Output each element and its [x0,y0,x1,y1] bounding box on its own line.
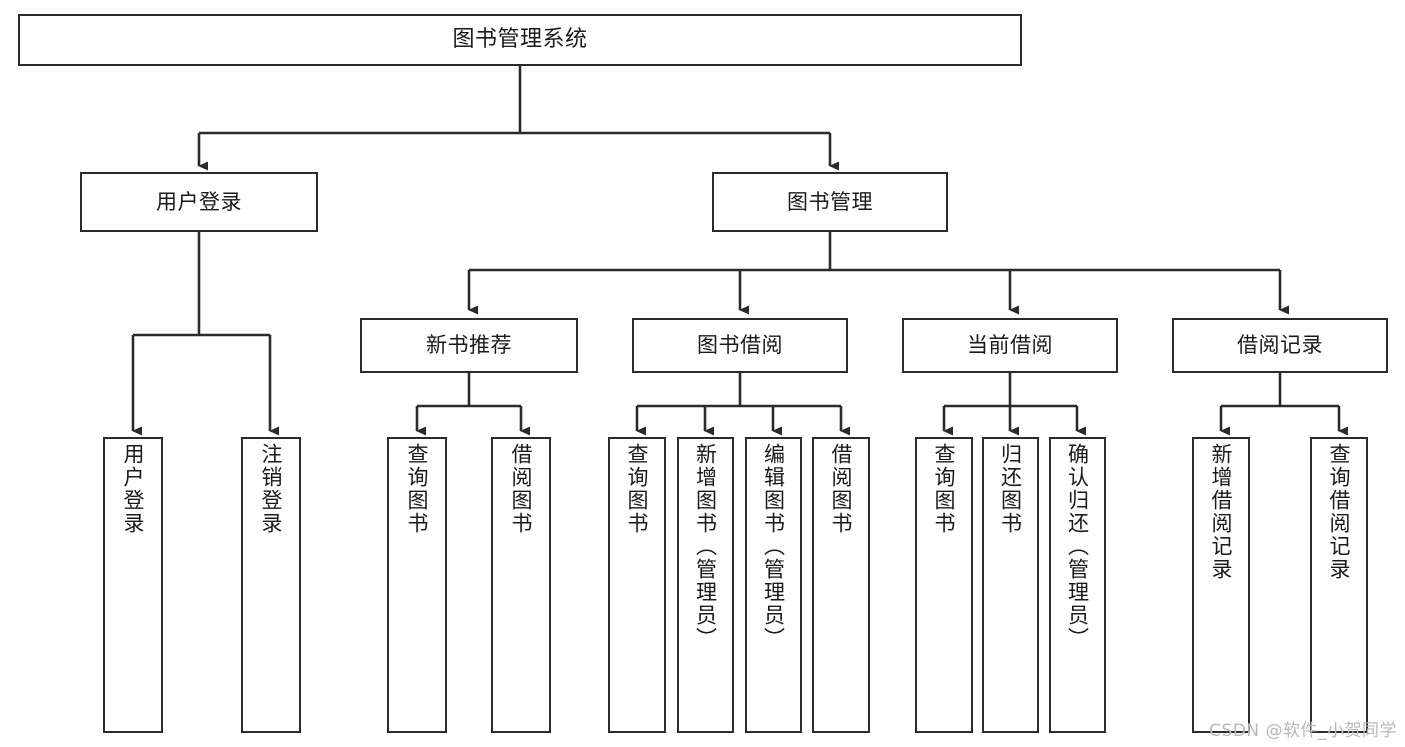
node-book-borrow[interactable]: 图书借阅 [632,318,848,373]
node-borrow-record[interactable]: 借阅记录 [1172,318,1388,373]
node-leaf-query-record[interactable]: 查询借阅记录 [1310,437,1368,733]
node-leaf-borrow-book-2[interactable]: 借阅图书 [812,437,870,733]
node-leaf-query-book-3[interactable]: 查询图书 [915,437,973,733]
node-label: 查询图书 [625,443,650,535]
node-label: 用户登录 [121,443,146,535]
node-label: 新增图书（管理员） [693,443,718,650]
node-root-book-management-system[interactable]: 图书管理系统 [18,14,1022,66]
node-label: 注销登录 [259,443,284,535]
node-leaf-edit-book[interactable]: 编辑图书（管理员） [745,437,802,733]
node-label: 用户登录 [156,189,242,214]
node-new-book-recommend[interactable]: 新书推荐 [360,318,578,373]
node-label: 图书借阅 [697,333,783,358]
node-label: 新增借阅记录 [1209,443,1234,581]
node-label: 当前借阅 [967,333,1053,358]
node-leaf-borrow-book-1[interactable]: 借阅图书 [491,437,551,733]
node-leaf-logout-login[interactable]: 注销登录 [241,437,301,733]
node-leaf-return-book[interactable]: 归还图书 [982,437,1039,733]
node-label: 图书管理系统 [452,27,588,53]
node-leaf-confirm-return[interactable]: 确认归还（管理员） [1049,437,1106,733]
node-label: 新书推荐 [426,333,512,358]
node-label: 借阅图书 [509,443,534,535]
node-label: 确认归还（管理员） [1065,443,1090,650]
node-book-management[interactable]: 图书管理 [712,172,948,232]
node-label: 编辑图书（管理员） [761,443,786,650]
node-label: 查询图书 [405,443,430,535]
node-leaf-add-record[interactable]: 新增借阅记录 [1192,437,1250,733]
csdn-watermark: CSDN @软件_小贺同学 [1209,721,1397,741]
node-leaf-query-book-1[interactable]: 查询图书 [387,437,447,733]
node-label: 查询图书 [932,443,957,535]
node-leaf-add-book[interactable]: 新增图书（管理员） [677,437,734,733]
node-leaf-user-login[interactable]: 用户登录 [103,437,163,733]
node-label: 查询借阅记录 [1327,443,1352,581]
node-user-login[interactable]: 用户登录 [80,172,318,232]
node-label: 归还图书 [998,443,1023,535]
node-label: 图书管理 [787,189,873,214]
node-label: 借阅图书 [829,443,854,535]
node-leaf-query-book-2[interactable]: 查询图书 [608,437,666,733]
node-label: 借阅记录 [1237,333,1323,358]
node-current-borrow[interactable]: 当前借阅 [902,318,1118,373]
